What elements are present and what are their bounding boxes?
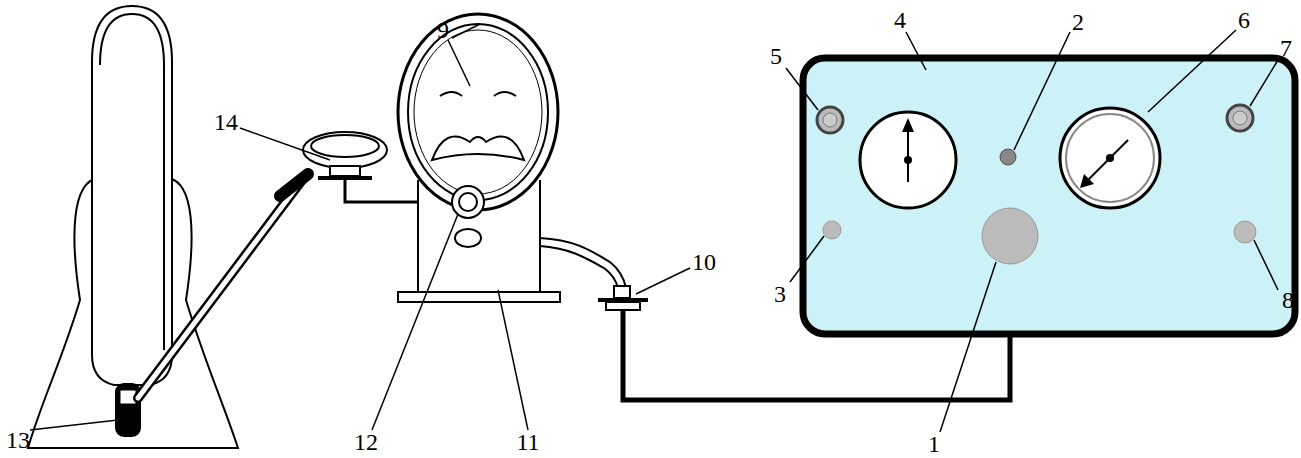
- face-mask: [398, 14, 558, 210]
- callout-number: 11: [516, 430, 539, 454]
- hose: [138, 174, 308, 398]
- tube: [540, 238, 626, 288]
- cylinder: [92, 6, 172, 385]
- callout-number: 8: [1282, 288, 1294, 312]
- knob: [1227, 105, 1253, 131]
- callout-number: 1: [928, 432, 940, 456]
- callout-number: 10: [692, 250, 716, 274]
- cylinder-inner: [100, 14, 164, 350]
- button: [823, 221, 841, 239]
- knob: [817, 107, 843, 133]
- cylinder-valve: [116, 384, 140, 436]
- gauge: [1060, 108, 1160, 208]
- callout-number: 13: [6, 428, 30, 452]
- adapter: [598, 286, 648, 310]
- connector: [982, 208, 1038, 264]
- button: [1234, 221, 1256, 243]
- callout-number: 12: [354, 430, 378, 454]
- callout-number: 3: [774, 282, 786, 306]
- test-head: [398, 180, 560, 302]
- indicator: [1000, 149, 1016, 165]
- gauge: [860, 112, 956, 208]
- callout-number: 4: [894, 8, 906, 32]
- callout-number: 14: [214, 110, 238, 134]
- callout-number: 5: [770, 44, 782, 68]
- callout-number: 9: [437, 18, 449, 42]
- test-panel: [803, 58, 1295, 334]
- leader-lines: [30, 24, 1278, 432]
- callout-number: 2: [1072, 10, 1084, 34]
- callout-number: 6: [1238, 8, 1250, 32]
- breathing-apparatus: [28, 6, 238, 448]
- callout-number: 7: [1280, 36, 1292, 60]
